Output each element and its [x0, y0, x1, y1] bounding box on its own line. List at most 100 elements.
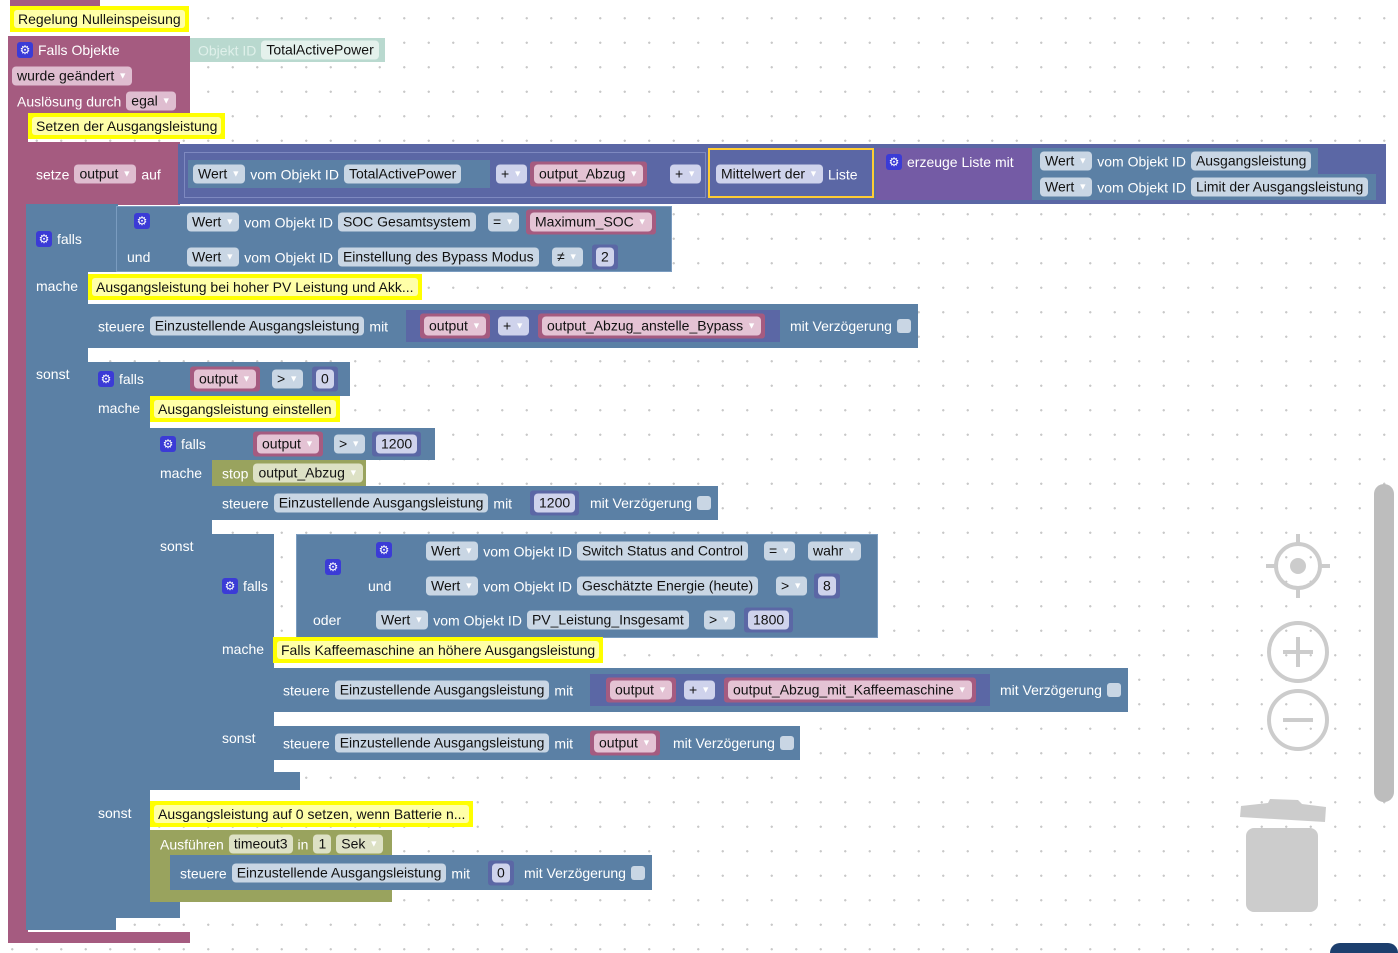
text-field[interactable]: Einzustellende Ausgangsleistung: [273, 493, 489, 513]
number-block[interactable]: 0: [488, 860, 514, 886]
dropdown-field[interactable]: output▼: [74, 164, 137, 184]
recenter-icon[interactable]: [1266, 534, 1330, 598]
text-field[interactable]: TotalActivePower: [261, 40, 379, 60]
dropdown-field[interactable]: Mittelwert der▼: [716, 164, 823, 184]
dropdown-field[interactable]: wahr▼: [808, 541, 862, 561]
dropdown-field[interactable]: output_Abzug▼: [253, 463, 363, 483]
gear-icon[interactable]: ⚙: [160, 436, 176, 452]
variable-block[interactable]: output_Abzug▼: [530, 161, 648, 187]
dropdown-field[interactable]: Wert▼: [376, 610, 429, 630]
gear-icon[interactable]: ⚙: [222, 578, 238, 594]
variable-name[interactable]: output: [199, 370, 238, 387]
dropdown-field[interactable]: Sek▼: [336, 834, 384, 854]
variable-name[interactable]: output: [262, 435, 301, 452]
variable-name[interactable]: output_Abzug: [539, 165, 626, 182]
trash-icon[interactable]: [1238, 798, 1328, 914]
text-field[interactable]: Ausgangsleistung: [1190, 151, 1312, 171]
variable-block[interactable]: output▼: [606, 677, 676, 703]
text-field[interactable]: Switch Status and Control: [576, 541, 749, 561]
comment-bubble[interactable]: Setzen der Ausgangsleistung: [28, 113, 226, 139]
text-field[interactable]: PV_Leistung_Insgesamt: [526, 610, 689, 630]
variable-name[interactable]: output: [599, 734, 638, 751]
dropdown-field[interactable]: Wert▼: [187, 247, 240, 267]
number-value[interactable]: 2: [601, 248, 609, 265]
dropdown-field[interactable]: =▼: [764, 541, 796, 561]
dropdown-field[interactable]: >▼: [334, 434, 366, 454]
number-block[interactable]: 0: [312, 366, 338, 392]
delay-checkbox[interactable]: [1106, 683, 1121, 697]
delay-checkbox[interactable]: [779, 736, 794, 750]
create-list-block[interactable]: [876, 148, 1032, 200]
number-block[interactable]: 2: [592, 244, 618, 270]
text-field[interactable]: SOC Gesamtsystem: [337, 212, 476, 232]
dropdown-field[interactable]: Wert▼: [426, 576, 479, 596]
delay-checkbox[interactable]: [896, 319, 911, 333]
text-field[interactable]: Einzustellende Ausgangsleistung: [334, 680, 550, 700]
dropdown-field[interactable]: >▼: [272, 369, 304, 389]
number-value[interactable]: 1200: [539, 494, 571, 511]
text-field[interactable]: 1: [313, 834, 332, 854]
number-block[interactable]: 1200: [530, 490, 580, 516]
number-block[interactable]: 1800: [744, 607, 794, 633]
text-field[interactable]: timeout3: [228, 834, 293, 854]
dropdown-field[interactable]: Wert▼: [1040, 177, 1093, 197]
dropdown-field[interactable]: Wert▼: [1040, 151, 1093, 171]
variable-block[interactable]: output_Abzug_mit_Kaffeemaschine▼: [724, 677, 976, 703]
gear-icon[interactable]: ⚙: [376, 542, 392, 558]
text-field[interactable]: TotalActivePower: [343, 164, 462, 184]
variable-block[interactable]: output▼: [190, 366, 260, 392]
variable-name[interactable]: output_Abzug_mit_Kaffeemaschine: [733, 681, 954, 698]
dropdown-field[interactable]: egal▼: [126, 91, 176, 111]
variable-name[interactable]: Maximum_SOC: [535, 213, 634, 230]
dropdown-field[interactable]: =▼: [488, 212, 520, 232]
comment-bubble[interactable]: Regelung Nulleinspeisung: [10, 6, 189, 32]
variable-block[interactable]: output▼: [420, 313, 490, 339]
variable-name[interactable]: output: [429, 317, 468, 334]
comment-bubble[interactable]: Falls Kaffeemaschine an höhere Ausgangsl…: [273, 637, 604, 663]
delay-checkbox[interactable]: [630, 866, 645, 880]
dropdown-field[interactable]: +▼: [496, 164, 528, 184]
number-value[interactable]: 1200: [381, 435, 413, 452]
zoom-out-icon[interactable]: [1266, 688, 1330, 752]
variable-name[interactable]: output: [615, 681, 654, 698]
text-field[interactable]: Geschätzte Energie (heute): [576, 576, 759, 596]
gear-icon[interactable]: ⚙: [36, 231, 52, 247]
gear-icon[interactable]: ⚙: [325, 559, 341, 575]
text-field[interactable]: Einzustellende Ausgangsleistung: [231, 863, 447, 883]
delay-checkbox[interactable]: [696, 496, 711, 510]
dropdown-field[interactable]: Wert▼: [187, 212, 240, 232]
dropdown-field[interactable]: +▼: [684, 680, 716, 700]
dropdown-field[interactable]: +▼: [670, 164, 702, 184]
text-field[interactable]: Einstellung des Bypass Modus: [337, 247, 539, 267]
gear-icon[interactable]: ⚙: [134, 213, 150, 229]
number-block[interactable]: 1200: [372, 431, 422, 457]
dropdown-field[interactable]: Wert▼: [426, 541, 479, 561]
gear-icon[interactable]: ⚙: [886, 154, 902, 170]
number-value[interactable]: 1800: [753, 611, 785, 628]
corner-button[interactable]: [1330, 943, 1398, 953]
variable-name[interactable]: output_Abzug_anstelle_Bypass: [547, 317, 744, 334]
variable-block[interactable]: output_Abzug_anstelle_Bypass▼: [538, 313, 766, 339]
gear-icon[interactable]: ⚙: [17, 42, 33, 58]
variable-block[interactable]: Maximum_SOC▼: [526, 209, 656, 235]
vertical-scrollbar[interactable]: [1374, 484, 1394, 802]
dropdown-field[interactable]: Wert▼: [193, 164, 246, 184]
comment-bubble[interactable]: Ausgangsleistung einstellen: [150, 396, 340, 422]
dropdown-field[interactable]: >▼: [704, 610, 736, 630]
number-block[interactable]: 8: [814, 573, 840, 599]
dropdown-field[interactable]: +▼: [498, 316, 530, 336]
comment-bubble[interactable]: Ausgangsleistung bei hoher PV Leistung u…: [88, 274, 422, 300]
dropdown-field[interactable]: wurde geändert▼: [12, 66, 133, 86]
number-value[interactable]: 8: [823, 577, 831, 594]
comment-bubble[interactable]: Ausgangsleistung auf 0 setzen, wenn Batt…: [150, 801, 474, 827]
dropdown-field[interactable]: ≠▼: [552, 247, 583, 267]
number-value[interactable]: 0: [497, 864, 505, 881]
number-value[interactable]: 0: [321, 370, 329, 387]
text-field[interactable]: Einzustellende Ausgangsleistung: [149, 316, 365, 336]
gear-icon[interactable]: ⚙: [98, 371, 114, 387]
variable-block[interactable]: output▼: [590, 730, 660, 756]
dropdown-field[interactable]: >▼: [776, 576, 808, 596]
zoom-in-icon[interactable]: [1266, 620, 1330, 684]
variable-block[interactable]: output▼: [253, 431, 323, 457]
text-field[interactable]: Limit der Ausgangsleistung: [1190, 177, 1369, 197]
